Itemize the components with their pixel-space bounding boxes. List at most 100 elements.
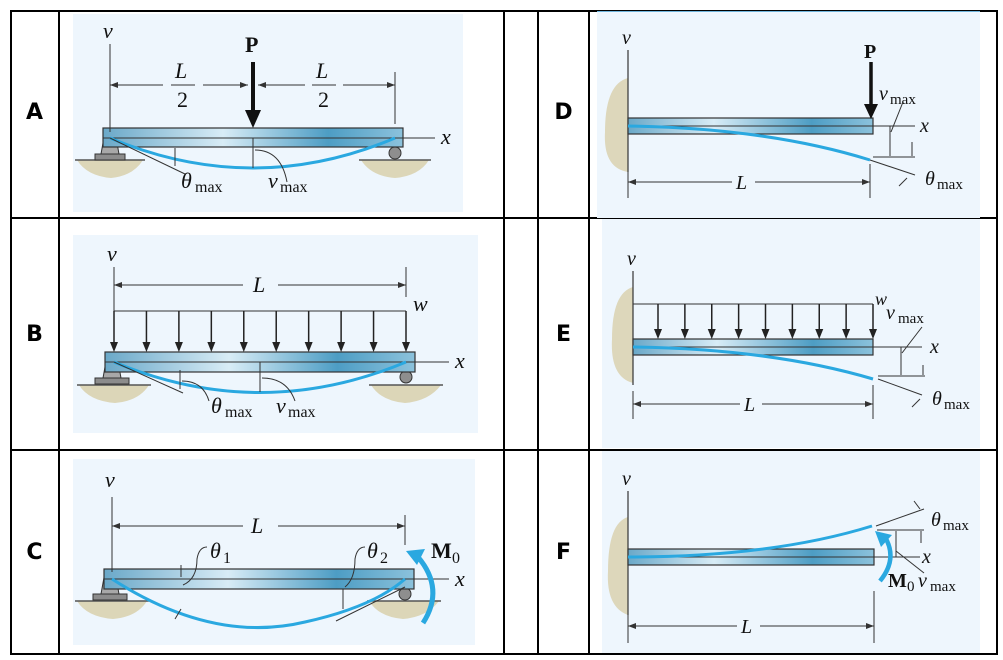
dimension-line	[627, 164, 871, 198]
load-arrow	[402, 311, 410, 352]
beam-diagram-e: v w v max x θ max L	[611, 248, 970, 419]
load-label: P	[864, 41, 876, 63]
load-arrow	[869, 304, 877, 339]
theta2-label: θ	[367, 538, 378, 563]
ground-left	[75, 159, 145, 178]
theta-leader	[181, 380, 210, 402]
slope-tangent-line	[877, 378, 923, 396]
dimension-line	[112, 515, 406, 545]
slope-tangent-line	[335, 586, 406, 622]
slope-tangent-line	[109, 137, 186, 175]
beam-diagram-d: v P v max x θ max L	[604, 27, 963, 198]
deflection-curve	[113, 360, 407, 394]
load-arrow	[788, 304, 797, 339]
vmax-subscript: max	[890, 92, 916, 108]
moment-arrow	[406, 549, 436, 625]
ground-right	[369, 384, 443, 403]
deflection-curve	[627, 524, 873, 559]
vmax-leader	[890, 101, 904, 133]
figure-b: v L w x θ max v max	[73, 235, 478, 433]
theta-max-label: θ	[932, 388, 942, 410]
v-axis-label: v	[622, 468, 631, 490]
load-arrow	[761, 304, 770, 339]
load-arrow	[239, 311, 248, 352]
vmax-label: v	[886, 302, 895, 324]
theta2-leader	[344, 546, 366, 588]
fixed-wall	[604, 78, 628, 172]
theta-max-subscript: max	[225, 404, 253, 421]
vmax-label: v	[268, 168, 278, 193]
theta-max-label: θ	[211, 393, 222, 418]
roller-support	[398, 587, 412, 601]
load-arrow	[815, 304, 824, 339]
table-col-divider-4	[588, 10, 590, 655]
x-axis-label: x	[929, 336, 939, 358]
point-load-arrow	[245, 62, 261, 128]
theta-max-subscript: max	[944, 397, 970, 413]
case-label-e: E	[555, 322, 572, 347]
point-load-arrow	[864, 62, 878, 119]
beam-diagram-a: v P L 2 L 2 x θ max v max	[75, 18, 451, 196]
table-border-right	[996, 10, 998, 655]
length-denominator-left: 2	[177, 87, 188, 112]
load-arrow	[110, 311, 118, 352]
load-arrow	[654, 304, 662, 339]
load-label: w	[875, 289, 887, 309]
dimension-line	[632, 385, 874, 419]
load-arrow	[680, 304, 689, 339]
load-label: P	[245, 32, 258, 57]
theta-arrow	[913, 500, 921, 510]
roller-support	[388, 146, 402, 160]
length-label: L	[735, 172, 747, 194]
case-label-b: B	[26, 322, 43, 347]
beam-diagram-f: v θ max x M 0 v max L	[607, 468, 969, 643]
ground-right	[367, 600, 441, 619]
length-denominator-right: 2	[318, 87, 329, 112]
load-arrow	[842, 304, 851, 339]
slope-tangent-line	[113, 361, 184, 394]
dimension-line-right	[258, 72, 396, 124]
vmax-leader	[901, 326, 923, 354]
fixed-wall	[611, 287, 633, 383]
x-axis-label: x	[919, 115, 929, 137]
theta2-subscript: 2	[380, 550, 388, 567]
figure-f: v θ max x M 0 v max L	[602, 451, 980, 653]
load-arrow	[304, 311, 313, 352]
vmax-subscript: max	[898, 311, 924, 327]
length-label: L	[740, 616, 752, 638]
x-axis-label: x	[454, 566, 465, 591]
vmax-leader	[261, 377, 296, 402]
vmax-label: v	[918, 570, 927, 592]
moment-label: M	[431, 538, 452, 563]
ground-left	[77, 384, 151, 403]
figure-d: v P v max x θ max L	[597, 11, 980, 218]
moment-arrow	[875, 531, 893, 583]
x-axis-label: x	[921, 546, 931, 568]
table-col-divider-3	[537, 10, 539, 655]
figure-c: v L θ 1 θ 2 M 0 x	[73, 459, 475, 645]
figure-e: v w v max x θ max L	[602, 219, 980, 448]
v-axis-label: v	[103, 18, 113, 43]
load-arrow	[337, 311, 346, 352]
deflection-curve	[627, 124, 871, 162]
dimension-line-left	[110, 82, 248, 88]
v-axis-label: v	[105, 467, 115, 492]
roller-support	[399, 370, 413, 384]
vmax-subscript: max	[288, 404, 316, 421]
load-arrow	[272, 311, 281, 352]
length-label: L	[743, 394, 755, 416]
vmax-label: v	[879, 83, 888, 105]
case-label-a: A	[25, 100, 44, 125]
ground-left	[75, 600, 149, 619]
beam-diagram-c: v L θ 1 θ 2 M 0 x	[75, 467, 465, 630]
theta-max-subscript: max	[937, 177, 963, 193]
length-label: L	[250, 513, 263, 538]
distributed-load-arrows	[110, 311, 410, 352]
deflection-curve	[111, 577, 406, 630]
theta1-label: θ	[210, 538, 221, 563]
vmax-label: v	[276, 393, 286, 418]
theta1-arrow-bottom	[174, 608, 182, 620]
x-axis-label: x	[440, 124, 451, 149]
theta-max-label: θ	[925, 168, 935, 190]
theta-arrow	[898, 177, 908, 187]
